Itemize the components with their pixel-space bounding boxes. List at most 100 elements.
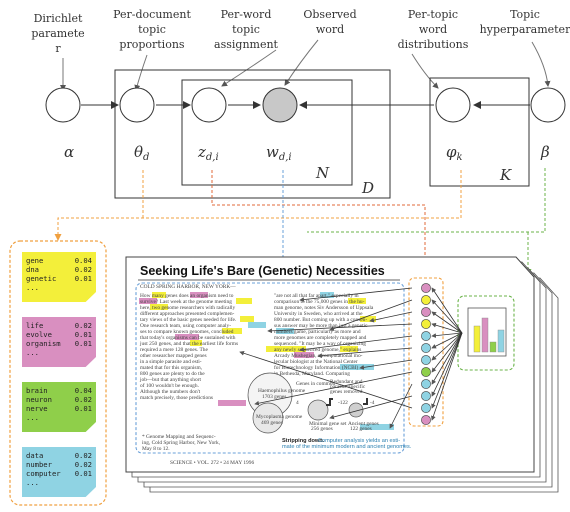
topic-word-prob: 0.01 — [74, 469, 92, 478]
col2-line: comparison to the 75,000 genes in the hu… — [274, 299, 365, 305]
topic-word-prob: 0.01 — [74, 339, 92, 348]
topics-panel — [9, 240, 107, 506]
alpha-symbol: α — [64, 143, 74, 161]
topic-word-prob: 0.02 — [74, 395, 92, 404]
article-dateline: COLD SPRING HARBOR, NEW YORK— — [140, 284, 236, 290]
col2-line: University in Sweden, who arrived at the — [274, 311, 363, 317]
theta-subscript: d — [143, 152, 149, 163]
topic-word: ... — [26, 478, 39, 487]
topic-word: ... — [26, 413, 39, 422]
hist-bar-green — [489, 341, 497, 353]
histogram-to-dot-arrow — [431, 332, 463, 397]
topic-word-prob: 0.02 — [74, 460, 92, 469]
fig-c2n: 469 genes — [261, 420, 283, 426]
histogram-dashed-box — [457, 295, 515, 371]
hist-bar-blue — [497, 329, 505, 353]
histogram-to-dot-arrow — [431, 332, 463, 421]
footnote-line2: ing, Cold Spring Harbor, New York, — [142, 440, 221, 446]
topic-assignment-dot — [421, 319, 431, 329]
col2-line: sequenced. "It may be a way of organizin… — [274, 340, 366, 347]
node-beta — [530, 87, 566, 123]
fig-c2: Mycoplasma genome — [256, 414, 303, 420]
w-subscript: d,i — [279, 152, 292, 163]
fig-c6b: parasite-specific — [330, 383, 366, 390]
col1-line: different approaches presented complemen… — [140, 310, 235, 317]
histogram-to-dot-arrow — [431, 299, 463, 334]
topic-assignment-dot — [421, 367, 431, 377]
col1-line: match precisely, those predictions — [140, 395, 213, 401]
alpha-label-line2: paramete — [31, 27, 84, 40]
phi-pointer-arrow — [411, 53, 439, 89]
alpha-label-line1: Dirichlet — [34, 12, 83, 25]
fig-c6c: genes removed — [330, 389, 363, 395]
histogram-to-dot-arrow — [431, 322, 463, 334]
topic-assignment-dots — [421, 283, 431, 425]
col1-line: survive? Last week at the genome meeting — [140, 299, 232, 305]
topic-word: life — [26, 321, 44, 330]
beta-symbol: β — [540, 143, 550, 161]
col2-line: "are not all that far apart," especially… — [274, 292, 359, 299]
col1-line: 800 genes are plenty to do the — [140, 371, 205, 377]
topic-word: brain — [26, 386, 48, 395]
plate-k — [429, 77, 530, 187]
w-label-line2: word — [316, 23, 344, 36]
node-phi — [435, 87, 471, 123]
col2-line: more genomes are completely mapped and — [274, 335, 367, 341]
plate-d-label: D — [361, 179, 374, 197]
theta-symbol: θ — [134, 143, 143, 161]
col1-line: here, two genome researchers with radica… — [140, 305, 235, 311]
caption-rest: Computer analysis yields an esti- — [318, 438, 400, 444]
col1-line: that today's organisms can be sustained … — [140, 335, 236, 341]
word-highlights — [139, 292, 394, 430]
header-labels: Dirichlet paramete r Per-document topic … — [31, 8, 570, 55]
fig-n3: -4 — [370, 400, 375, 406]
topic-word-row: ... — [26, 283, 92, 292]
topic-assignment-dot — [421, 343, 431, 353]
topic-word-row: ... — [26, 413, 92, 422]
topic-word-row: ... — [26, 478, 92, 487]
topic-word: dna — [26, 265, 39, 274]
topic-word: evolve — [26, 330, 52, 339]
hist-bar-yellow — [473, 325, 481, 353]
topic-word-row: evolve 0.01 — [26, 330, 92, 339]
col2-line: numbers game, particularly as more and — [274, 329, 361, 335]
topic-assignment-dot — [421, 307, 431, 317]
topic-word-prob: 0.04 — [74, 386, 92, 395]
col1-line: How many genes does an organism need to — [140, 293, 234, 299]
topic-word-prob: 0.01 — [74, 330, 92, 339]
svg-text:φk: φk — [446, 143, 463, 163]
graph-nodes — [45, 87, 566, 123]
col2-line: any newly sequenced genome," explains — [274, 347, 361, 353]
col1-line: just 250 genes, and that the earliest li… — [139, 340, 238, 347]
topic-word: ... — [26, 348, 39, 357]
col1-line: ses to compare known genomes, concluded — [140, 329, 234, 335]
z-label-line1: Per-word — [221, 8, 272, 21]
histogram-to-dot-arrow — [431, 332, 463, 385]
plate-d — [114, 69, 391, 199]
z-to-assignment-connector — [211, 170, 429, 269]
phi-label-line1: Per-topic — [408, 8, 458, 21]
col1-line: in a simple parasite and esti- — [140, 359, 202, 365]
col1-line: Although the numbers don't — [140, 389, 201, 395]
col1-line: other researcher mapped genes — [140, 353, 207, 359]
plate-n-label: N — [315, 164, 330, 182]
svg-text:θd: θd — [134, 143, 149, 163]
topic-assignment-dot — [421, 283, 431, 293]
topic-word: ... — [26, 283, 39, 292]
topic-word: gene — [26, 256, 44, 265]
article-col1: How many genes does an organism need tos… — [139, 293, 238, 401]
beta-label-line1: Topic — [510, 8, 540, 21]
beta-pointer-arrow — [531, 41, 551, 87]
col2-line: sus answer may be more than just a genet… — [274, 323, 368, 329]
topic-word-row: brain 0.04 — [26, 386, 92, 395]
